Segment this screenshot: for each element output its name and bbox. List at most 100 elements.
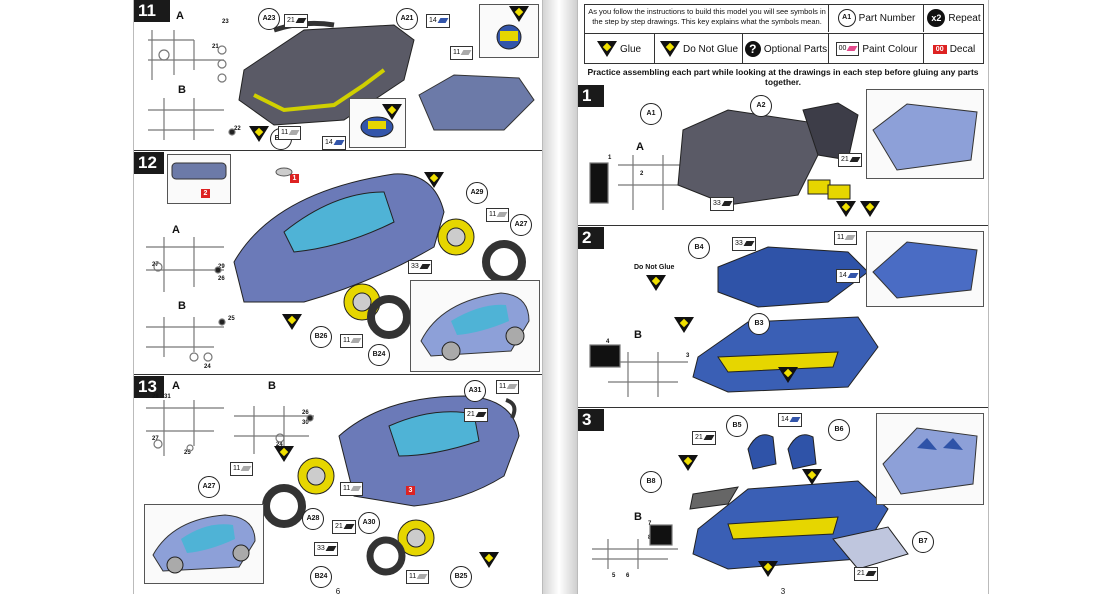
glue-icon xyxy=(479,552,499,568)
paint-swatch xyxy=(288,129,300,135)
sprue-number: 31 xyxy=(164,394,171,400)
glue-icon xyxy=(382,104,402,120)
sprue-number: 24 xyxy=(276,442,283,448)
paint-code: 14 xyxy=(781,416,789,423)
sprue-number: 25 xyxy=(228,316,235,322)
part-callout-b24: B24 xyxy=(310,566,332,588)
step-2: 2 B 4 3 Do Not Glue B4 B3 33 11 14 xyxy=(578,227,988,408)
question-icon: ? xyxy=(744,41,761,57)
step-2-bar: 2 xyxy=(578,227,604,249)
page-number: 3 xyxy=(780,587,786,596)
key-label: Do Not Glue xyxy=(682,43,739,55)
paint-colour-badge: 11 xyxy=(486,208,510,222)
paint-colour-badge: 21 xyxy=(692,431,716,445)
sprue-b xyxy=(148,98,236,140)
paint-code: 33 xyxy=(735,240,743,247)
paint-swatch xyxy=(295,17,307,23)
paint-colour-badge: 11 xyxy=(406,570,430,584)
do-not-glue-icon xyxy=(659,41,680,57)
sprue-letter-b: B xyxy=(268,380,276,392)
paint-colour-badge: 33 xyxy=(408,260,432,274)
paint-swatch xyxy=(743,240,755,246)
glue-area xyxy=(253,68,386,113)
step-number: 1 xyxy=(582,86,592,105)
result-inset xyxy=(866,89,984,179)
part-callout-a23: A23 xyxy=(258,8,280,30)
sprue-number: 29 xyxy=(218,264,225,270)
paint-code: 21 xyxy=(467,411,475,418)
paint-colour-badge: 11 xyxy=(230,462,254,476)
practice-note: Practice assembling each part while look… xyxy=(587,67,979,87)
part-callout-b8: B8 xyxy=(640,471,662,493)
step-11: 11 A B 23 21 22 xyxy=(134,0,542,151)
sprue-letter-a: A xyxy=(636,141,644,153)
paint-swatch xyxy=(846,45,858,51)
part-a2-drawing xyxy=(802,102,859,161)
glue-icon xyxy=(424,172,444,188)
sprue-letter-a: A xyxy=(172,380,180,392)
page-number: 6 xyxy=(335,587,341,596)
glue-icon xyxy=(758,561,778,577)
part-callout-b26: B26 xyxy=(310,326,332,348)
sprue-number: 24 xyxy=(204,364,211,370)
glue-icon xyxy=(678,455,698,471)
part-number-sample: A1 xyxy=(837,9,856,27)
sprue-letter-a: A xyxy=(176,10,184,22)
sprue-letter-b: B xyxy=(178,300,186,312)
part-a31-drawing xyxy=(505,398,517,419)
sprue-a xyxy=(148,30,227,83)
part-b4-drawing xyxy=(717,246,869,308)
key-label: Repeat xyxy=(948,12,981,24)
paint-swatch xyxy=(475,411,487,417)
paint-code: 14 xyxy=(839,272,847,279)
paint-swatch xyxy=(240,465,252,471)
key-do-not-glue: Do Not Glue xyxy=(654,33,743,64)
key-label: Glue xyxy=(619,43,642,55)
step-12-drawing xyxy=(146,167,526,362)
car-render xyxy=(418,74,535,131)
paint-colour-badge: 11 xyxy=(834,231,858,245)
paint-swatch xyxy=(789,416,801,422)
sprue-number: 1 xyxy=(608,155,612,161)
part-callout-b5: B5 xyxy=(726,415,748,437)
paint-code: 21 xyxy=(841,156,849,163)
glue-icon xyxy=(282,314,302,330)
paint-colour-badge: 21 xyxy=(854,567,878,581)
glue-icon xyxy=(836,201,856,217)
paint-colour-badge: 14 xyxy=(322,136,346,150)
paint-code: 21 xyxy=(695,434,703,441)
paint-swatch xyxy=(325,545,337,551)
paint-colour-badge: 14 xyxy=(426,14,450,28)
part-callout-b6: B6 xyxy=(828,419,850,441)
paint-colour-badge: 33 xyxy=(710,197,734,211)
paint-code: 14 xyxy=(325,139,333,146)
paint-code: 11 xyxy=(409,573,417,580)
sprue-letter-b: B xyxy=(634,511,642,523)
paint-sample: 00 xyxy=(835,42,860,56)
paint-code: 00 xyxy=(838,45,847,52)
paint-swatch xyxy=(721,200,733,206)
paint-swatch xyxy=(437,17,449,23)
paint-colour-badge: 33 xyxy=(314,542,338,556)
sprue-b xyxy=(146,317,226,362)
step-13-drawing xyxy=(146,395,520,576)
finished-car-inset xyxy=(410,280,540,372)
paint-colour-badge: 11 xyxy=(340,482,364,496)
paint-colour-badge: 11 xyxy=(278,126,302,140)
paint-swatch xyxy=(865,570,877,576)
do-not-glue-label: Do Not Glue xyxy=(634,264,675,271)
sprue-number: 28 xyxy=(152,394,159,400)
part-callout-b25: B25 xyxy=(450,566,472,588)
key-label: Part Number xyxy=(858,12,916,24)
sprue-number: 27 xyxy=(152,262,159,268)
sprue-number: 6 xyxy=(626,573,630,579)
glue-icon xyxy=(674,317,694,333)
paint-code: 11 xyxy=(453,49,461,56)
paint-swatch xyxy=(703,434,715,440)
sprue-b xyxy=(592,524,678,569)
glue-icon xyxy=(860,201,880,217)
result-inset xyxy=(866,231,984,307)
seat-drawing xyxy=(787,434,817,470)
